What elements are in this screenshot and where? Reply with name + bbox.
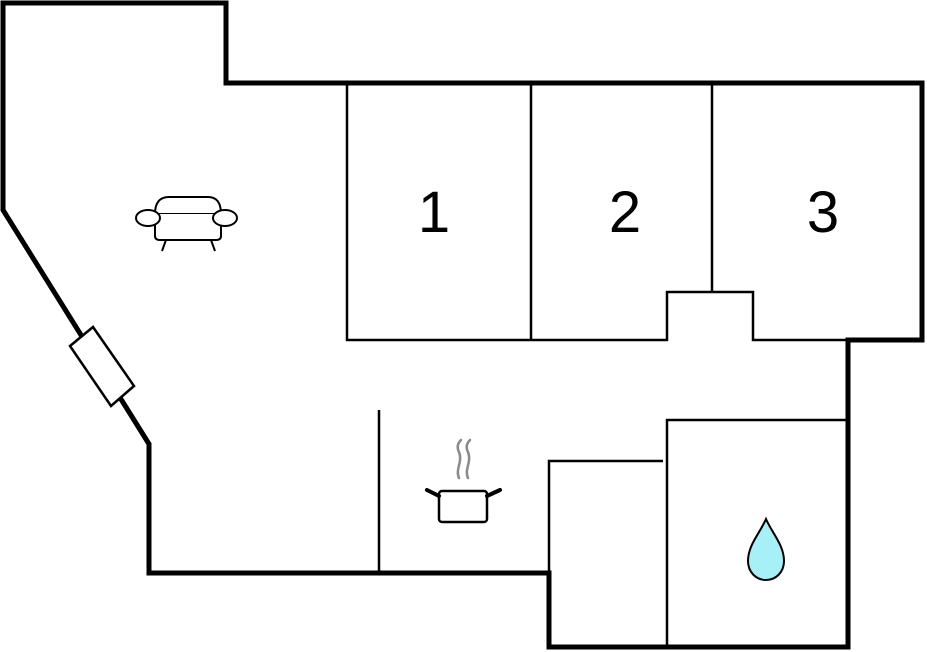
bedroom-3-label: 3	[807, 180, 839, 245]
wc-wall	[547, 459, 663, 573]
bedroom-1-label: 1	[418, 180, 450, 245]
bedroom-2-label: 2	[609, 180, 641, 245]
closet-wall	[712, 290, 848, 342]
bedroom-2-wall	[531, 290, 712, 342]
window-icon	[68, 325, 136, 408]
bathroom-wall	[665, 418, 848, 647]
water-drop-icon	[746, 516, 786, 582]
sofa-icon	[135, 196, 238, 252]
cooking-pot-icon	[425, 438, 502, 524]
bedroom-1-wall	[345, 83, 531, 342]
